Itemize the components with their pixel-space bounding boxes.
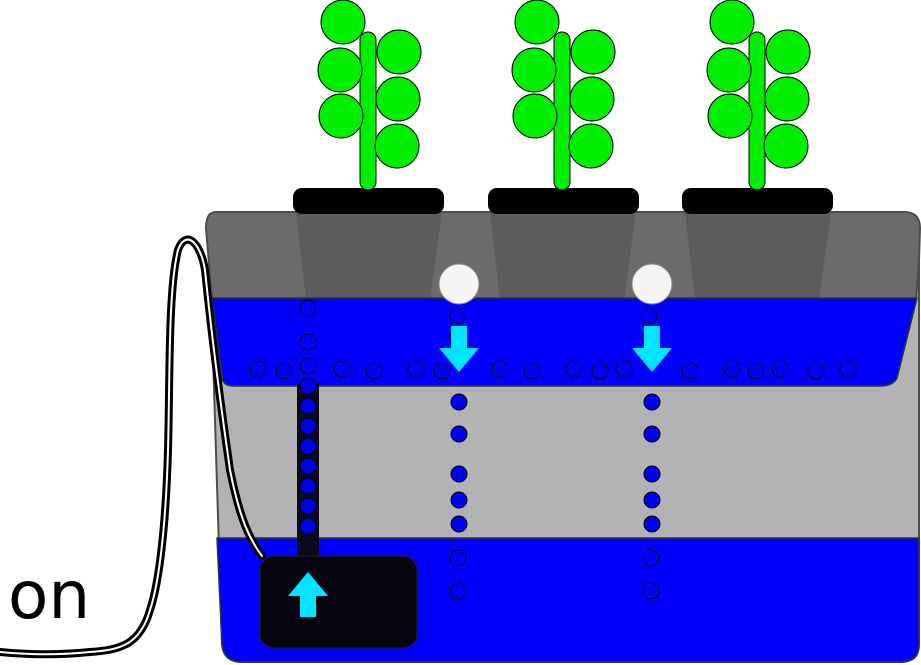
bubble <box>365 362 383 380</box>
drip-node <box>438 263 480 305</box>
bubble <box>299 299 317 317</box>
drip-line-2 <box>631 263 673 600</box>
bubble <box>407 360 425 378</box>
power-cable-highlight <box>0 238 263 656</box>
bubble <box>523 362 541 380</box>
bubble <box>299 497 317 515</box>
status-label: on <box>8 557 90 634</box>
bubble <box>643 425 661 443</box>
leaf <box>514 0 560 45</box>
bubble <box>299 377 317 395</box>
bubble <box>449 308 465 324</box>
bubble <box>450 515 468 533</box>
bubble <box>747 362 765 380</box>
bubble <box>450 393 468 411</box>
bubble <box>591 362 609 380</box>
bubble <box>491 360 509 378</box>
bubble <box>642 549 660 567</box>
arrow-down-icon <box>632 326 672 372</box>
drip-line-1 <box>438 263 480 600</box>
bubble <box>449 549 467 567</box>
leaf <box>512 93 558 139</box>
bubble <box>299 477 317 495</box>
bubble <box>839 360 857 378</box>
leaf <box>374 123 420 169</box>
arrow-up-icon <box>288 572 328 617</box>
bubble <box>642 308 658 324</box>
bubble <box>275 362 293 380</box>
drip-lines <box>438 263 673 600</box>
leaf <box>318 93 364 139</box>
bubble <box>807 362 825 380</box>
bubble <box>450 491 468 509</box>
riser-bubbles <box>299 377 317 535</box>
plant-2 <box>511 0 616 191</box>
net-pots <box>296 212 831 300</box>
leaf <box>765 29 811 75</box>
plant-1 <box>317 0 422 191</box>
bubble <box>643 515 661 533</box>
bubble <box>642 582 660 600</box>
bubble <box>450 465 468 483</box>
plant-icon <box>317 0 422 191</box>
tray-bubbles <box>249 299 857 380</box>
bubble <box>565 360 583 378</box>
bubble <box>299 333 317 351</box>
bubble <box>643 491 661 509</box>
leaf <box>764 76 810 122</box>
bubble <box>299 357 317 375</box>
bubble <box>681 362 699 380</box>
leaf <box>570 29 616 75</box>
leaf <box>706 47 752 93</box>
plant-3 <box>706 0 811 191</box>
leaf <box>375 76 421 122</box>
leaf <box>709 0 755 45</box>
leaf <box>376 29 422 75</box>
bubble <box>723 360 741 378</box>
bubble <box>299 437 317 455</box>
bubble <box>449 582 467 600</box>
bubble <box>299 517 317 535</box>
leaf <box>568 123 614 169</box>
tray-water <box>211 297 918 387</box>
arrow-down-icon <box>439 326 479 372</box>
pot-rims <box>293 188 833 214</box>
drip-node <box>631 263 673 305</box>
leaf <box>569 76 615 122</box>
bubble <box>299 457 317 475</box>
bubble <box>299 397 317 415</box>
bubble <box>333 360 351 378</box>
pump-icon <box>259 555 418 649</box>
bubble <box>299 417 317 435</box>
bubble <box>771 360 789 378</box>
plant-icon <box>706 0 811 191</box>
bubble <box>433 362 451 380</box>
bubble <box>615 360 633 378</box>
bubble <box>643 393 661 411</box>
leaf <box>317 47 363 93</box>
bubble <box>249 360 267 378</box>
plant-icon <box>511 0 616 191</box>
leaf <box>320 0 366 45</box>
bubble <box>450 425 468 443</box>
leaf <box>511 47 557 93</box>
leaf <box>707 93 753 139</box>
plants <box>317 0 811 191</box>
bubble <box>643 465 661 483</box>
leaf <box>763 123 809 169</box>
